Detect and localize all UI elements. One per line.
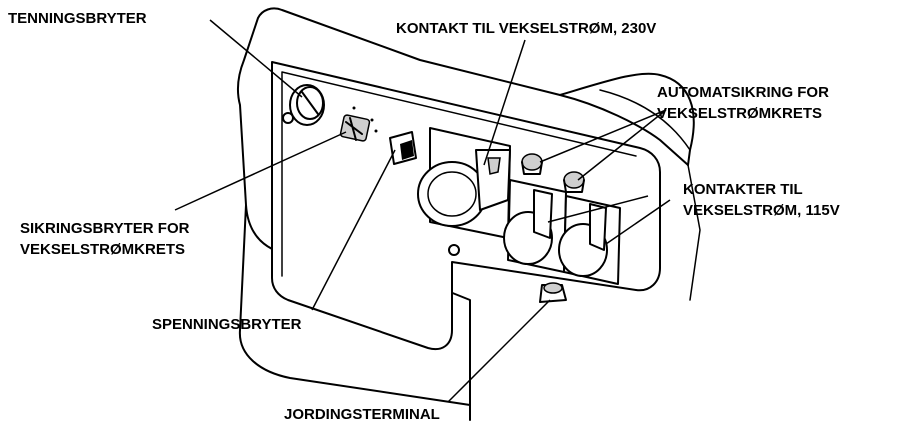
label-text-line1: KONTAKTER TIL: [683, 181, 803, 198]
outlet-230v-latch: [487, 157, 501, 175]
leader-outlets-115v: [547, 195, 671, 245]
label-voltage-switch: SPENNINGSBRYTER: [152, 314, 301, 335]
label-text: KONTAKT TIL VEKSELSTRØM, 230V: [396, 20, 657, 37]
leader-outlet-230v: [483, 39, 526, 166]
leader-circuit-breaker: [174, 131, 347, 211]
indicator-dot: [370, 118, 374, 122]
label-auto-breaker: AUTOMATSIKRING FOR VEKSELSTRØMKRETS: [657, 82, 829, 124]
label-circuit-breaker: SIKRINGSBRYTER FOR VEKSELSTRØMKRETS: [20, 218, 189, 260]
auto-breaker-left: [521, 153, 543, 171]
leader-voltage-switch: [311, 149, 396, 311]
label-text-line1: AUTOMATSIKRING FOR: [657, 84, 829, 101]
auto-breaker-right: [563, 171, 585, 189]
label-text-line1: SIKRINGSBRYTER FOR: [20, 220, 190, 237]
label-text-line2: VEKSELSTRØM, 115V: [683, 202, 840, 219]
housing-inner-curve: [599, 89, 701, 301]
leader-auto-breakers: [539, 109, 667, 181]
leader-ignition-switch: [209, 19, 303, 98]
leader-ground-terminal: [447, 299, 551, 403]
auto-breaker-right-base: [563, 179, 585, 193]
ignition-switch-grip: [301, 91, 319, 115]
panel-screw-hole-lower: [448, 244, 460, 256]
label-text: JORDINGSTERMINAL: [284, 406, 440, 423]
indicator-dot: [374, 129, 378, 133]
auto-breaker-left-base: [521, 161, 543, 175]
circuit-breaker-lever: [345, 117, 363, 141]
label-outlets-115v: KONTAKTER TIL VEKSELSTRØM, 115V: [683, 179, 840, 221]
panel-inner-edge: [281, 71, 637, 277]
label-ignition-switch: TENNINGSBRYTER: [8, 8, 147, 29]
label-outlet-230v: KONTAKT TIL VEKSELSTRØM, 230V: [396, 18, 656, 39]
ground-terminal-cap: [543, 282, 563, 294]
housing-side-curve: [559, 72, 695, 166]
voltage-switch-rocker: [400, 140, 414, 160]
indicator-dot: [352, 106, 356, 110]
label-text: SPENNINGSBRYTER: [152, 316, 302, 333]
label-text-line2: VEKSELSTRØMKRETS: [657, 105, 823, 122]
outlet-115v-right-cover: [589, 203, 607, 251]
outlet-230v-inner: [427, 171, 477, 217]
label-ground-terminal: JORDINGSTERMINAL: [284, 404, 440, 425]
label-text: TENNINGSBRYTER: [8, 10, 147, 27]
outlet-115v-left-cover: [533, 189, 553, 239]
label-text-line2: VEKSELSTRØMKRETS: [20, 241, 186, 258]
